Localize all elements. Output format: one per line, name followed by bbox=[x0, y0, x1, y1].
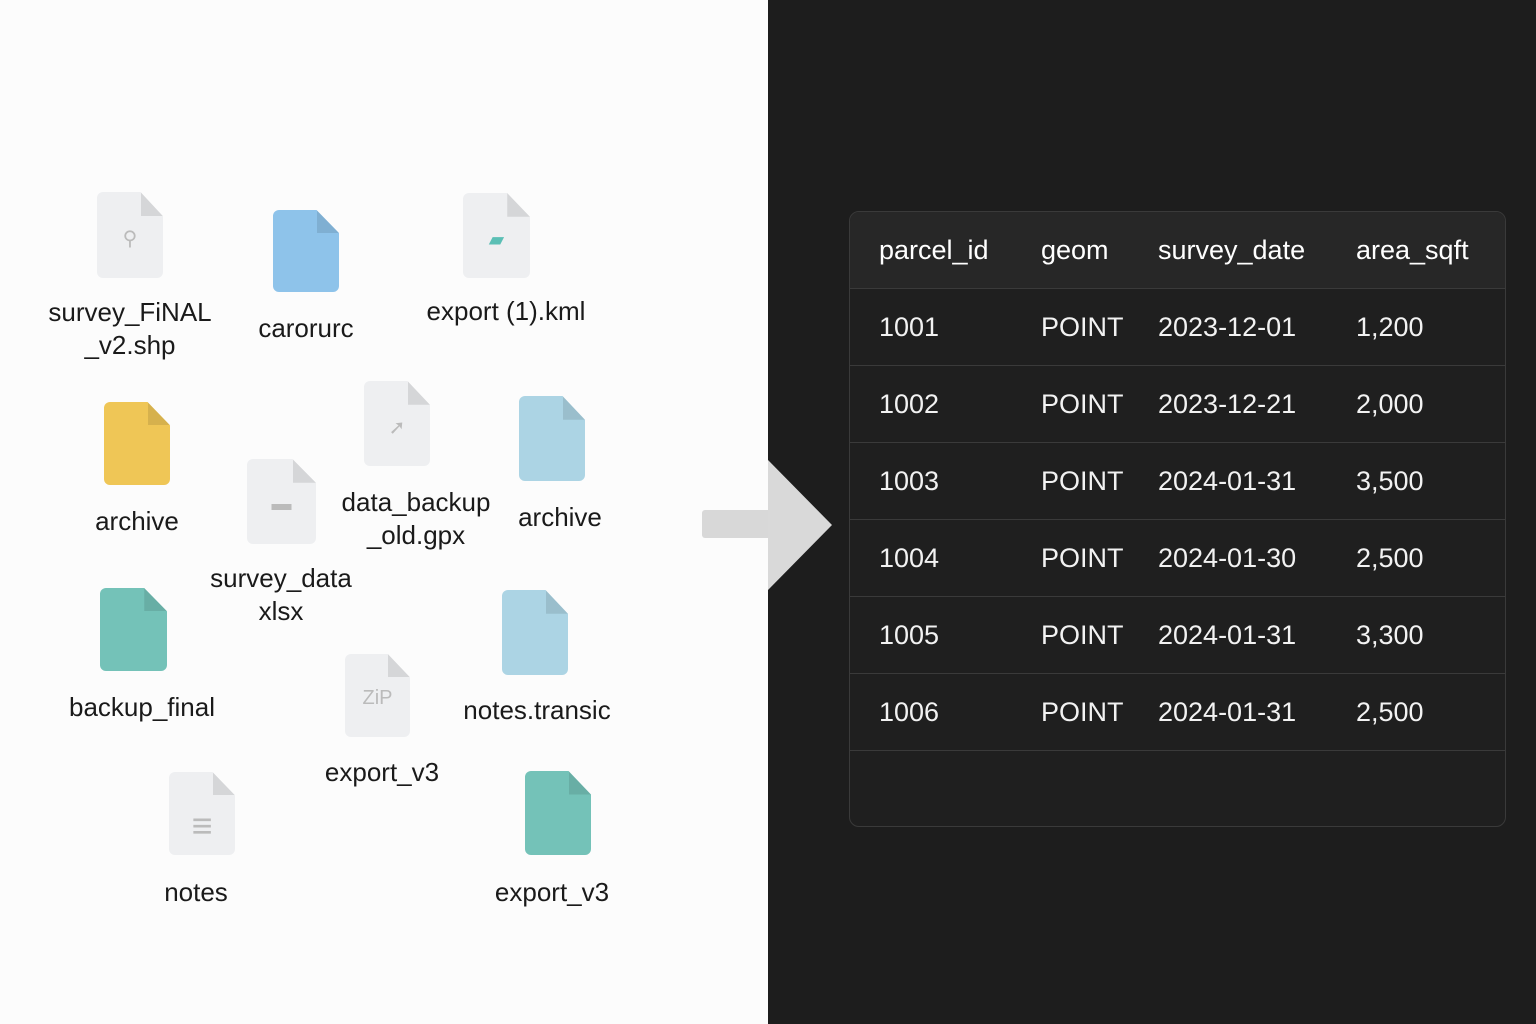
page-fold bbox=[212, 772, 235, 796]
table-cell: POINT bbox=[1041, 543, 1124, 573]
file-name: backup_final bbox=[69, 692, 215, 722]
blank-file-icon bbox=[502, 590, 568, 675]
table-cell: 2,000 bbox=[1356, 389, 1424, 419]
file-name: export_v3 bbox=[324, 757, 440, 787]
table-cell: 2,500 bbox=[1356, 697, 1424, 727]
table-cell: POINT bbox=[1041, 620, 1124, 650]
page-fold bbox=[562, 396, 585, 420]
table-row[interactable]: 1001 POINT 2023-12-01 1,200 bbox=[850, 288, 1505, 366]
table-cell: 1005 bbox=[879, 620, 940, 650]
zip-icon: ZiP bbox=[345, 654, 410, 737]
file-glyph: ▬ bbox=[271, 493, 292, 515]
file-name: export (1).kml bbox=[426, 296, 586, 326]
table-cell: 1003 bbox=[879, 466, 940, 496]
table-cell: POINT bbox=[1041, 697, 1124, 727]
page-fold bbox=[140, 192, 163, 217]
file-name: notes bbox=[164, 877, 228, 907]
table-cell: POINT bbox=[1041, 466, 1124, 496]
page-fold bbox=[545, 590, 568, 614]
file-scatter-panel: ⚲ survey_FiNAL _v2.shp carorurc ▰ export (1)… bbox=[48, 192, 611, 907]
table-cell: POINT bbox=[1041, 312, 1124, 342]
table-row[interactable]: 1006 POINT 2024-01-31 2,500 bbox=[850, 673, 1505, 751]
arrow-shaft bbox=[702, 510, 774, 538]
file-name: carorurc bbox=[258, 313, 354, 343]
file-name: archive bbox=[518, 502, 602, 532]
file-name: archive bbox=[95, 506, 179, 536]
file-name: survey_data xlsx bbox=[210, 563, 352, 626]
column-header[interactable]: survey_date bbox=[1158, 235, 1306, 265]
table-cell: 3,500 bbox=[1356, 466, 1424, 496]
table-cell: 1006 bbox=[879, 697, 940, 727]
table-cell: 2024-01-30 bbox=[1158, 543, 1297, 573]
blank-file-icon bbox=[525, 771, 591, 855]
table-cell: 2024-01-31 bbox=[1158, 620, 1297, 650]
table-cell: 2,500 bbox=[1356, 543, 1424, 573]
kml-icon: ▰ bbox=[463, 193, 530, 278]
file-name: export_v3 bbox=[494, 877, 610, 907]
file-glyph: ⚲ bbox=[122, 228, 138, 251]
blank-file-icon bbox=[104, 402, 170, 485]
column-header[interactable]: geom bbox=[1041, 235, 1109, 265]
spreadsheet-icon: ▬ bbox=[247, 459, 316, 544]
page-fold bbox=[144, 588, 167, 612]
table-cell: POINT bbox=[1041, 389, 1124, 419]
page-fold bbox=[316, 210, 339, 233]
blank-file-icon bbox=[273, 210, 339, 292]
table-cell: 2023-12-01 bbox=[1158, 312, 1297, 342]
file-glyph: ≡ bbox=[191, 805, 213, 847]
file-glyph: ZiP bbox=[362, 687, 393, 710]
blank-file-icon bbox=[100, 588, 167, 671]
table-cell: 2024-01-31 bbox=[1158, 466, 1297, 496]
page-fold bbox=[387, 654, 410, 678]
table-row[interactable]: 1005 POINT 2024-01-31 3,300 bbox=[850, 596, 1505, 674]
file-name: notes.transic bbox=[463, 695, 611, 725]
page-fold bbox=[568, 771, 591, 795]
table-cell: 1004 bbox=[879, 543, 940, 573]
table-row[interactable]: 1003 POINT 2024-01-31 3,500 bbox=[850, 442, 1505, 520]
text-lines-icon: ≡ bbox=[169, 772, 235, 855]
table-header: parcel_id geom survey_date area_sqft bbox=[850, 212, 1505, 289]
table-row[interactable]: 1002 POINT 2023-12-21 2,000 bbox=[850, 365, 1505, 443]
column-header[interactable]: area_sqft bbox=[1356, 235, 1469, 265]
pin-icon: ⚲ bbox=[97, 192, 163, 278]
table-cell: 2023-12-21 bbox=[1158, 389, 1297, 419]
file-glyph: ▰ bbox=[488, 229, 505, 251]
table-cell: 3,300 bbox=[1356, 620, 1424, 650]
blank-file-icon bbox=[519, 396, 585, 481]
file-name: data_backup _old.gpx bbox=[341, 487, 491, 550]
table-row[interactable]: 1004 POINT 2024-01-30 2,500 bbox=[850, 519, 1505, 597]
file-name: survey_FiNAL _v2.shp bbox=[48, 297, 212, 360]
page-fold bbox=[507, 193, 530, 217]
page-fold bbox=[147, 402, 170, 426]
file-glyph: ➚ bbox=[388, 417, 406, 439]
table-cell: 1001 bbox=[879, 312, 940, 342]
table-cell: 1,200 bbox=[1356, 312, 1424, 342]
table-cell: 1002 bbox=[879, 389, 940, 419]
page-fold bbox=[292, 459, 316, 483]
arrow-icon: ➚ bbox=[364, 381, 430, 466]
page-fold bbox=[407, 381, 430, 405]
table-cell: 2024-01-31 bbox=[1158, 697, 1297, 727]
column-header[interactable]: parcel_id bbox=[879, 235, 989, 265]
